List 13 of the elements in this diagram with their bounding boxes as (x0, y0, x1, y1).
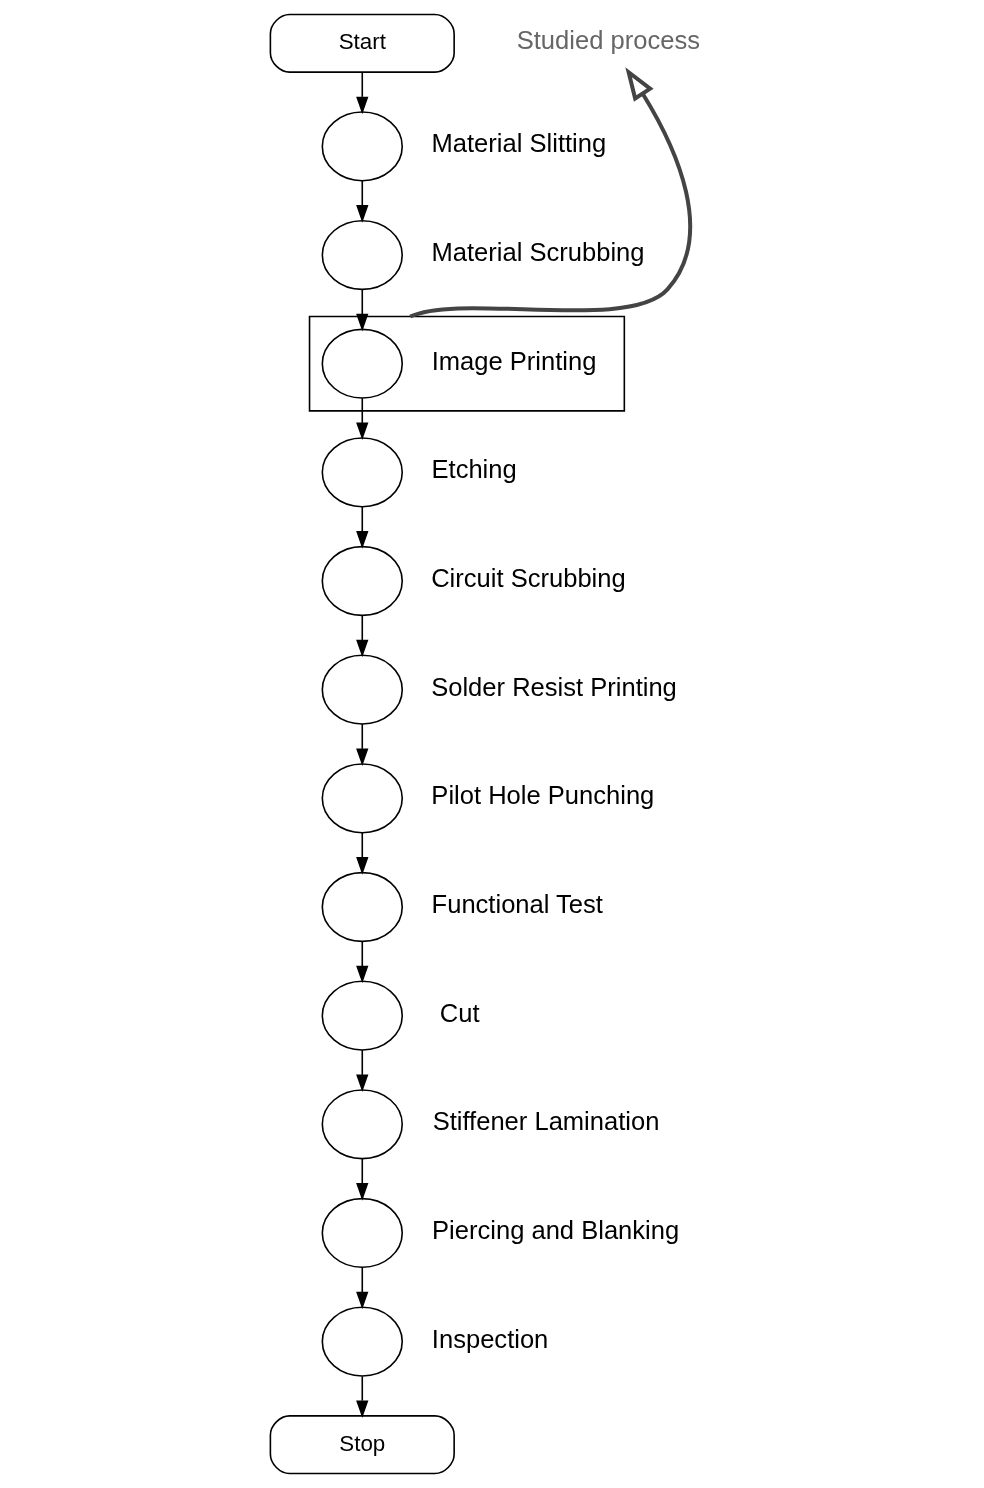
node-label: Circuit Scrubbing (430, 564, 626, 593)
node-text: Studied process (516, 26, 700, 55)
node-label: Piercing and Blanking (431, 1216, 679, 1245)
node-label: Etching (431, 455, 517, 484)
node-label: Material Slitting (431, 129, 606, 158)
node-label: Inspection (431, 1324, 548, 1353)
node-label: Solder Resist Printing (430, 672, 677, 701)
node-label: Image Printing (431, 346, 596, 375)
node-label: Functional Test (431, 890, 603, 919)
node-label: Stiffener Lamination (432, 1107, 659, 1136)
node-label: Cut (439, 998, 480, 1027)
node-label: Pilot Hole Punching (430, 781, 654, 810)
node-label: Material Scrubbing (431, 238, 645, 267)
